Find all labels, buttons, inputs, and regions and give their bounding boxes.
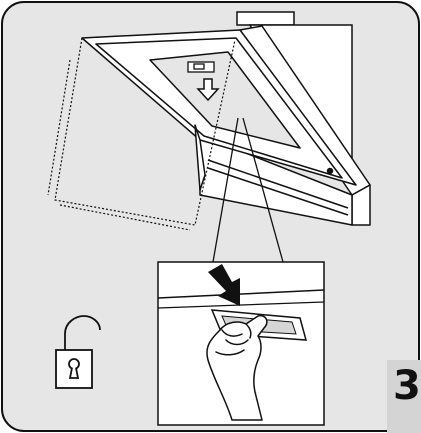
down-arrow-icon <box>196 78 220 102</box>
filter-latch <box>187 61 215 73</box>
step-number: 3 <box>393 363 421 409</box>
zoom-leader-lines <box>212 117 284 263</box>
press-arrow-icon <box>208 264 240 306</box>
filter-open-position-outline <box>47 37 236 231</box>
unlocked-padlock-icon <box>55 315 101 389</box>
filter-frame <box>81 29 357 191</box>
step-number-badge: 3 <box>387 360 421 433</box>
hand-icon <box>206 314 268 421</box>
